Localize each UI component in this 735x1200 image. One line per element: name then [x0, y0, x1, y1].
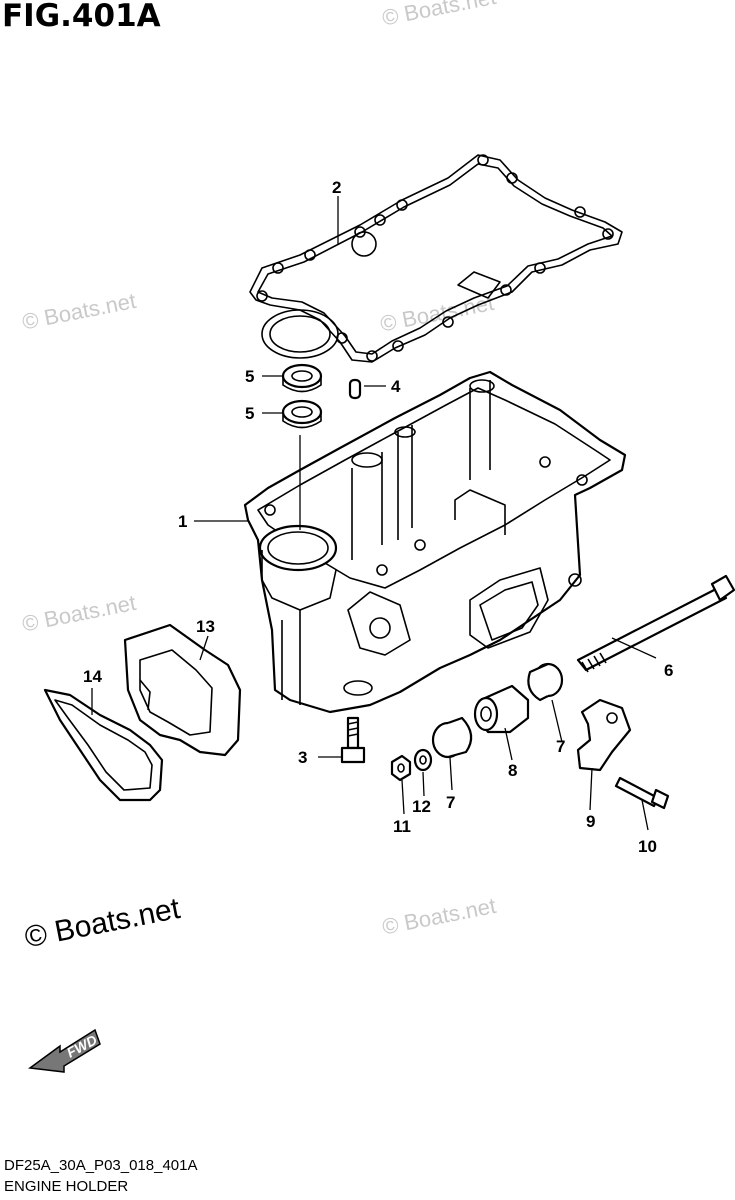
drawing-code: DF25A_30A_P03_018_401A — [4, 1157, 198, 1174]
oil-seal-part-5-upper — [281, 363, 323, 393]
callout-4: 4 — [391, 377, 401, 396]
callout-12: 12 — [412, 797, 431, 816]
engine-holder-part-1 — [243, 370, 627, 714]
fwd-arrow-icon: FWD — [28, 1028, 101, 1073]
cover-part-13 — [123, 623, 242, 757]
callout-11: 11 — [393, 817, 411, 836]
callout-numbers: 2 5 5 4 1 13 14 6 3 7 8 7 12 11 9 10 — [83, 178, 673, 856]
callout-9: 9 — [586, 812, 595, 831]
gasket-part-2 — [249, 154, 623, 363]
callout-10: 10 — [638, 837, 657, 856]
drawing-caption: ENGINE HOLDER — [4, 1178, 129, 1195]
callout-1: 1 — [178, 512, 187, 531]
plate-part-14 — [43, 688, 164, 802]
leader-lines — [91, 196, 657, 831]
mount-rubber-part-8 — [473, 684, 530, 734]
long-bolt-part-6 — [576, 574, 735, 673]
fwd-label: FWD — [64, 1032, 100, 1061]
bolt-part-10 — [614, 776, 670, 810]
callout-5-lower: 5 — [245, 404, 254, 423]
dowel-pin-part-4 — [348, 378, 362, 400]
callout-13: 13 — [196, 617, 215, 636]
damper-part-7-left — [431, 716, 473, 759]
callout-7-right: 7 — [556, 737, 565, 756]
callout-6: 6 — [664, 661, 673, 680]
callout-7-left: 7 — [446, 793, 455, 812]
oil-seal-part-5-lower — [281, 399, 323, 429]
callout-3: 3 — [298, 748, 307, 767]
callout-8: 8 — [508, 761, 517, 780]
callout-5-upper: 5 — [245, 367, 254, 386]
washer-part-12 — [413, 748, 433, 772]
figure-title: FIG.401A — [2, 0, 161, 34]
bolt-part-3 — [340, 716, 366, 764]
nut-part-11 — [390, 754, 412, 782]
callout-14: 14 — [83, 667, 102, 686]
bracket-part-9 — [576, 698, 632, 772]
damper-part-7-right — [527, 662, 564, 702]
callout-2: 2 — [332, 178, 341, 197]
